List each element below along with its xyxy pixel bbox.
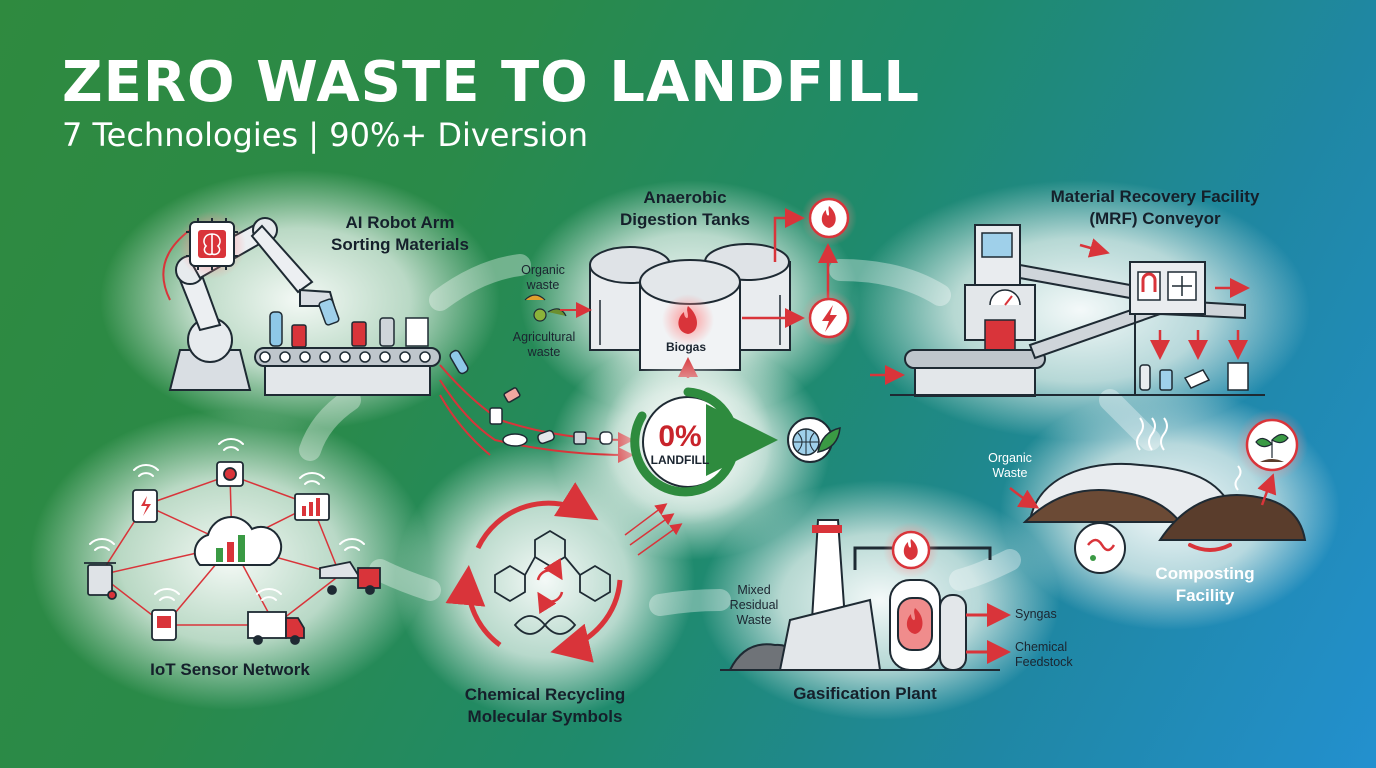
molecule-stream <box>624 503 683 556</box>
page-title: ZERO WASTE TO LANDFILL <box>62 50 921 115</box>
gasification-flame-icon <box>883 522 939 578</box>
gasification-plant <box>720 519 1000 671</box>
recycle-icon <box>536 557 564 615</box>
organic-waste-input-label: Organic waste <box>521 263 565 292</box>
flame-icon <box>801 190 857 246</box>
biogas-tank-label: Biogas <box>665 340 706 354</box>
chemical-recycling-label: Chemical Recycling Molecular Symbols <box>464 685 626 726</box>
seedling-icon <box>1236 409 1308 481</box>
feedstock-output-label: Chemical Feedstock <box>1015 640 1073 669</box>
compost-steam <box>1136 417 1242 491</box>
composting-label: Composting Facility <box>1155 564 1255 605</box>
composting-arrows <box>1009 473 1277 509</box>
landfill-hub <box>603 355 778 525</box>
robot-arm-label: AI Robot Arm Sorting Materials <box>331 213 469 254</box>
mixed-waste-input-label: Mixed Residual Waste <box>729 583 779 627</box>
gasification-label: Gasification Plant <box>793 684 937 703</box>
lightning-icon <box>801 290 857 346</box>
digestion-label: Anaerobic Digestion Tanks <box>619 188 751 229</box>
mrf-flow-arrows <box>870 238 1250 385</box>
digestion-inputs <box>524 294 592 322</box>
compost-input-label: Organic Waste <box>988 451 1032 480</box>
hub-landfill-label: LANDFILL <box>650 453 710 467</box>
composting-facility <box>1022 462 1307 574</box>
mrf-conveyor <box>890 224 1265 397</box>
page-subtitle: 7 Technologies | 90%+ Diversion <box>62 116 589 154</box>
iot-label: IoT Sensor Network <box>150 660 310 679</box>
gasification-outputs <box>966 603 1011 664</box>
cycle-flow-arrows <box>299 254 1161 616</box>
iot-devices <box>84 461 381 645</box>
hub-percentage: 0% <box>658 420 702 453</box>
tank-flame-icon <box>678 306 697 334</box>
digestion-tanks <box>589 243 791 371</box>
mrf-label: Material Recovery Facility (MRF) Conveyo… <box>1050 187 1260 228</box>
cloud-chart-icon <box>193 516 283 566</box>
agricultural-waste-input-label: Agricultural waste <box>512 330 576 359</box>
globe-leaf-icon <box>787 417 841 463</box>
chemical-recycling-ring <box>445 482 623 663</box>
syngas-output-label: Syngas <box>1015 607 1057 621</box>
wifi-icon <box>89 438 365 601</box>
brain-chip-icon <box>178 211 246 279</box>
molecule-symbols <box>494 529 611 635</box>
robot-conveyor <box>254 311 441 396</box>
